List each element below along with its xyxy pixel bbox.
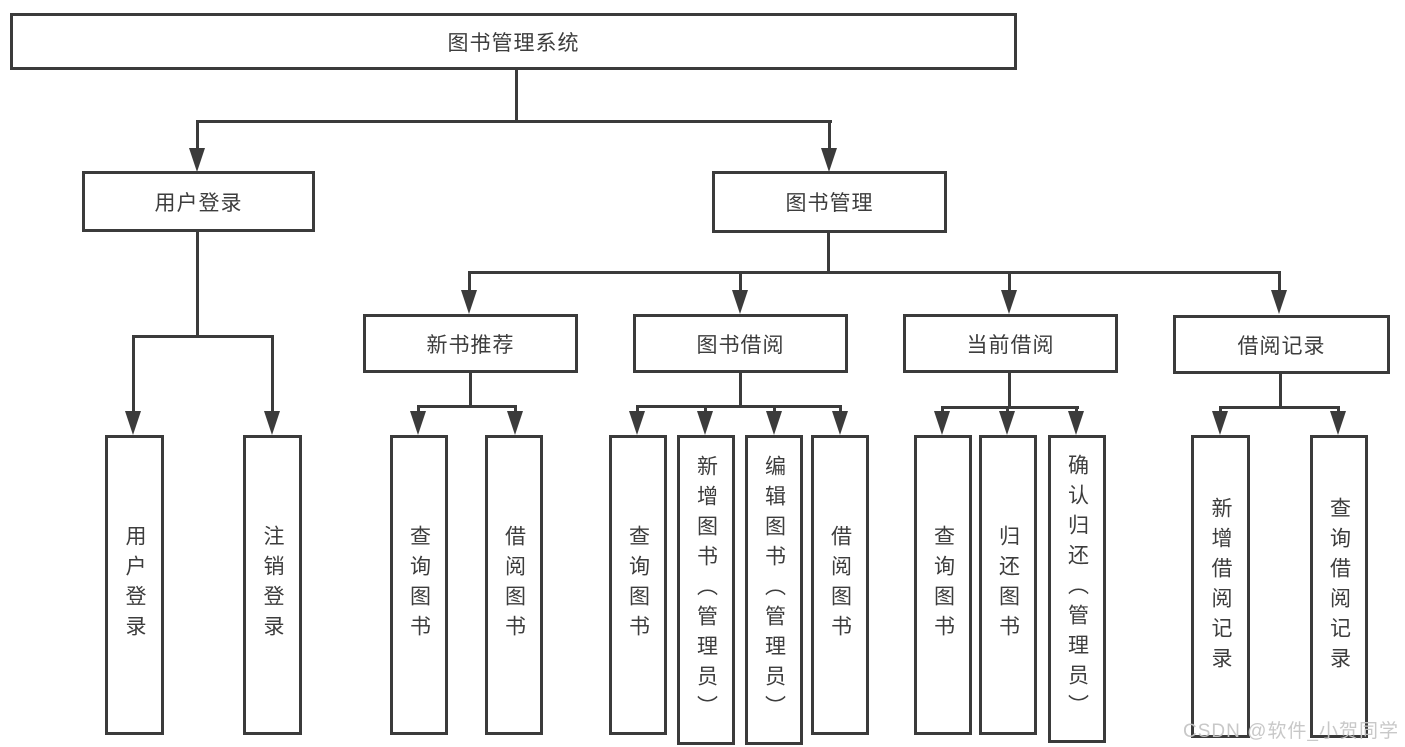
leaf-confirm-return-admin: 确认归还（管理员）: [1048, 435, 1106, 743]
arrowhead-current: [1001, 290, 1017, 314]
leaf-query-borrow-record: 查询借阅记录: [1310, 435, 1368, 738]
edge-drop-records: [1278, 271, 1281, 291]
leaf-borrow-book-recommend: 借阅图书: [485, 435, 543, 735]
edge-drop-current: [1008, 271, 1011, 291]
edge-drop-bw-edit: [773, 405, 776, 413]
arrowhead-cb-confirm: [1068, 411, 1084, 435]
edge-drop-bw-borrow: [839, 405, 842, 413]
edge-root-bus: [196, 120, 832, 123]
edge-drop-leaf-logout: [271, 335, 274, 412]
arrowhead-cb-return: [999, 411, 1015, 435]
edge-new-book-bus: [417, 405, 517, 408]
leaf-add-book-admin-label: 新增图书（管理员）: [694, 455, 718, 725]
arrowhead-bw-edit: [766, 411, 782, 435]
arrowhead-borrow: [732, 290, 748, 314]
edge-drop-cb-query: [941, 406, 944, 413]
arrowhead-rc-query: [1330, 411, 1346, 435]
leaf-logout-label: 注销登录: [261, 525, 285, 645]
leaf-query-book-borrowing-label: 查询图书: [626, 525, 650, 645]
edge-user-login-stem: [196, 232, 199, 335]
node-current-borrowing: 当前借阅: [903, 314, 1118, 373]
node-user-login-label: 用户登录: [154, 191, 243, 215]
arrowhead-bw-query: [629, 411, 645, 435]
node-new-book-recommend: 新书推荐: [363, 314, 578, 373]
node-book-management-label: 图书管理: [785, 192, 874, 215]
edge-drop-bw-add: [704, 405, 707, 413]
node-book-management: 图书管理: [712, 171, 947, 233]
arrowhead-records: [1271, 290, 1287, 314]
leaf-query-book-borrowing: 查询图书: [609, 435, 667, 735]
leaf-user-login-label: 用户登录: [123, 525, 147, 645]
arrowhead-leaf-login: [125, 411, 141, 435]
leaf-confirm-return-admin-label: 确认归还（管理员）: [1065, 454, 1089, 724]
leaf-query-book-recommend-label: 查询图书: [407, 525, 431, 645]
edge-drop-nb-query: [417, 405, 420, 413]
arrowhead-nb-borrow: [507, 411, 523, 435]
arrowhead-leaf-logout: [264, 411, 280, 435]
node-new-book-recommend-label: 新书推荐: [426, 333, 515, 357]
leaf-borrow-book-borrowing: 借阅图书: [811, 435, 869, 735]
node-book-borrowing: 图书借阅: [633, 314, 848, 373]
leaf-return-book: 归还图书: [979, 435, 1037, 735]
arrowhead-book-mgmt: [821, 148, 837, 172]
edge-book-mgmt-stem: [827, 233, 830, 273]
leaf-query-book-current: 查询图书: [914, 435, 972, 735]
edge-records-stem: [1279, 374, 1282, 408]
edge-drop-new-book: [468, 271, 471, 291]
edge-drop-cb-confirm: [1075, 406, 1078, 413]
edge-current-stem: [1008, 373, 1011, 408]
arrowhead-rc-add: [1212, 411, 1228, 435]
leaf-borrow-book-recommend-label: 借阅图书: [502, 525, 526, 645]
edge-book-mgmt-bus: [468, 271, 1281, 274]
edge-records-bus: [1219, 406, 1340, 409]
edge-root-stem: [515, 70, 518, 122]
arrowhead-nb-query: [410, 411, 426, 435]
leaf-logout: 注销登录: [243, 435, 302, 735]
node-root-system: 图书管理系统: [10, 13, 1017, 70]
leaf-add-borrow-record: 新增借阅记录: [1191, 435, 1250, 738]
edge-drop-nb-borrow: [514, 405, 517, 413]
edge-new-book-stem: [469, 373, 472, 407]
edge-drop-cb-return: [1006, 406, 1009, 413]
leaf-add-book-admin: 新增图书（管理员）: [677, 435, 735, 745]
edge-drop-rc-query: [1337, 406, 1340, 413]
leaf-query-borrow-record-label: 查询借阅记录: [1327, 496, 1351, 677]
arrowhead-user-login: [189, 148, 205, 172]
leaf-query-book-current-label: 查询图书: [931, 525, 955, 645]
arrowhead-bw-borrow: [832, 411, 848, 435]
node-borrowing-records-label: 借阅记录: [1237, 334, 1326, 358]
node-user-login: 用户登录: [82, 171, 315, 232]
arrowhead-cb-query: [934, 411, 950, 435]
edge-drop-user-login: [196, 120, 199, 149]
leaf-edit-book-admin-label: 编辑图书（管理员）: [762, 455, 786, 725]
edge-drop-book-mgmt: [828, 120, 831, 149]
arrowhead-new-book: [461, 290, 477, 314]
arrowhead-bw-add: [697, 411, 713, 435]
csdn-watermark: CSDN @软件_小贺同学: [1183, 721, 1399, 742]
leaf-query-book-recommend: 查询图书: [390, 435, 448, 735]
leaf-user-login: 用户登录: [105, 435, 164, 735]
edge-current-bus: [941, 406, 1079, 409]
leaf-borrow-book-borrowing-label: 借阅图书: [828, 525, 852, 645]
node-borrowing-records: 借阅记录: [1173, 315, 1390, 374]
edge-drop-rc-add: [1219, 406, 1222, 413]
node-book-borrowing-label: 图书借阅: [696, 333, 785, 357]
leaf-edit-book-admin: 编辑图书（管理员）: [745, 435, 803, 745]
edge-borrow-stem: [739, 373, 742, 407]
leaf-add-borrow-record-label: 新增借阅记录: [1209, 496, 1233, 677]
leaf-return-book-label: 归还图书: [996, 525, 1020, 645]
edge-drop-bw-query: [636, 405, 639, 413]
edge-drop-borrow: [739, 271, 742, 291]
edge-user-login-bus: [132, 335, 274, 338]
edge-borrow-bus: [636, 405, 842, 408]
node-root-label: 图书管理系统: [447, 31, 580, 55]
node-current-borrowing-label: 当前借阅: [966, 333, 1055, 357]
edge-drop-leaf-login: [132, 335, 135, 412]
